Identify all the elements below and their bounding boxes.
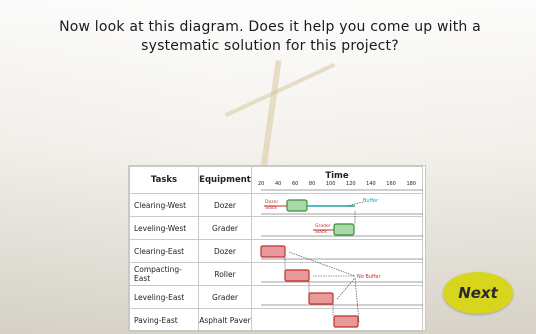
- dozer-slack-label-1: Dozer: [265, 199, 278, 205]
- equipment-name: Dozer: [198, 193, 252, 217]
- tick: 60: [291, 180, 299, 187]
- tick: 80: [308, 180, 316, 187]
- task-name: Paving-East: [129, 308, 199, 332]
- equipment-name: Grader: [198, 285, 252, 309]
- task-table: Tasks Equipment Time 20 40 60 80 100 120…: [129, 166, 423, 332]
- bar-leveling-east: [308, 292, 334, 305]
- bar-paving-east: [333, 315, 359, 328]
- no-buffer-label: No Buffer: [357, 274, 382, 280]
- task-name: Clearing-East: [129, 239, 199, 263]
- tick: 20: [258, 180, 265, 187]
- tick: 140: [366, 180, 376, 187]
- grader-slack-label-2: Slack: [315, 229, 327, 235]
- tick-ruler: [261, 189, 423, 306]
- buffer-label: Buffer: [363, 198, 379, 204]
- buffer-arrow: [346, 201, 364, 207]
- bar-clearing-west: [286, 199, 308, 212]
- equipment-name: Asphalt Paver: [198, 308, 252, 332]
- bar-clearing-east: [260, 245, 286, 258]
- task-name: Leveling-West: [129, 216, 199, 240]
- time-ticks: 20 40 60 80 100 120 140 160 180: [252, 181, 422, 187]
- header-equipment: Equipment: [198, 166, 252, 194]
- task-name: Clearing-West: [129, 193, 199, 217]
- table-row: Paving-East Asphalt Paver: [129, 308, 423, 332]
- tick: 160: [386, 180, 396, 187]
- header-tasks: Tasks: [129, 166, 199, 194]
- dependency-lines: [284, 251, 360, 323]
- next-button[interactable]: Next: [443, 272, 513, 314]
- equipment-name: Roller: [198, 262, 252, 286]
- grader-slack-label-1: Grader: [315, 223, 331, 229]
- project-diagram: Tasks Equipment Time 20 40 60 80 100 120…: [128, 165, 426, 332]
- bar-leveling-west: [333, 223, 355, 236]
- tick: 100: [325, 180, 336, 187]
- header-time: Time 20 40 60 80 100 120 140 160 180: [251, 166, 423, 194]
- question-text: Now look at this diagram. Does it help y…: [59, 19, 481, 54]
- tick: 40: [274, 180, 282, 187]
- dozer-slack-label-2: Slack: [265, 205, 277, 211]
- task-name: Leveling-East: [129, 285, 199, 309]
- equipment-name: Grader: [198, 216, 252, 240]
- bar-compacting-east: [284, 269, 310, 282]
- tick: 120: [346, 180, 356, 187]
- equipment-name: Dozer: [198, 239, 252, 263]
- tick: 180: [406, 180, 416, 187]
- gantt-diagram: Dozer Slack Buffer Grader Slack No Buffe…: [260, 189, 423, 328]
- task-name: Compacting-East: [129, 262, 199, 286]
- time-label: Time: [325, 170, 349, 181]
